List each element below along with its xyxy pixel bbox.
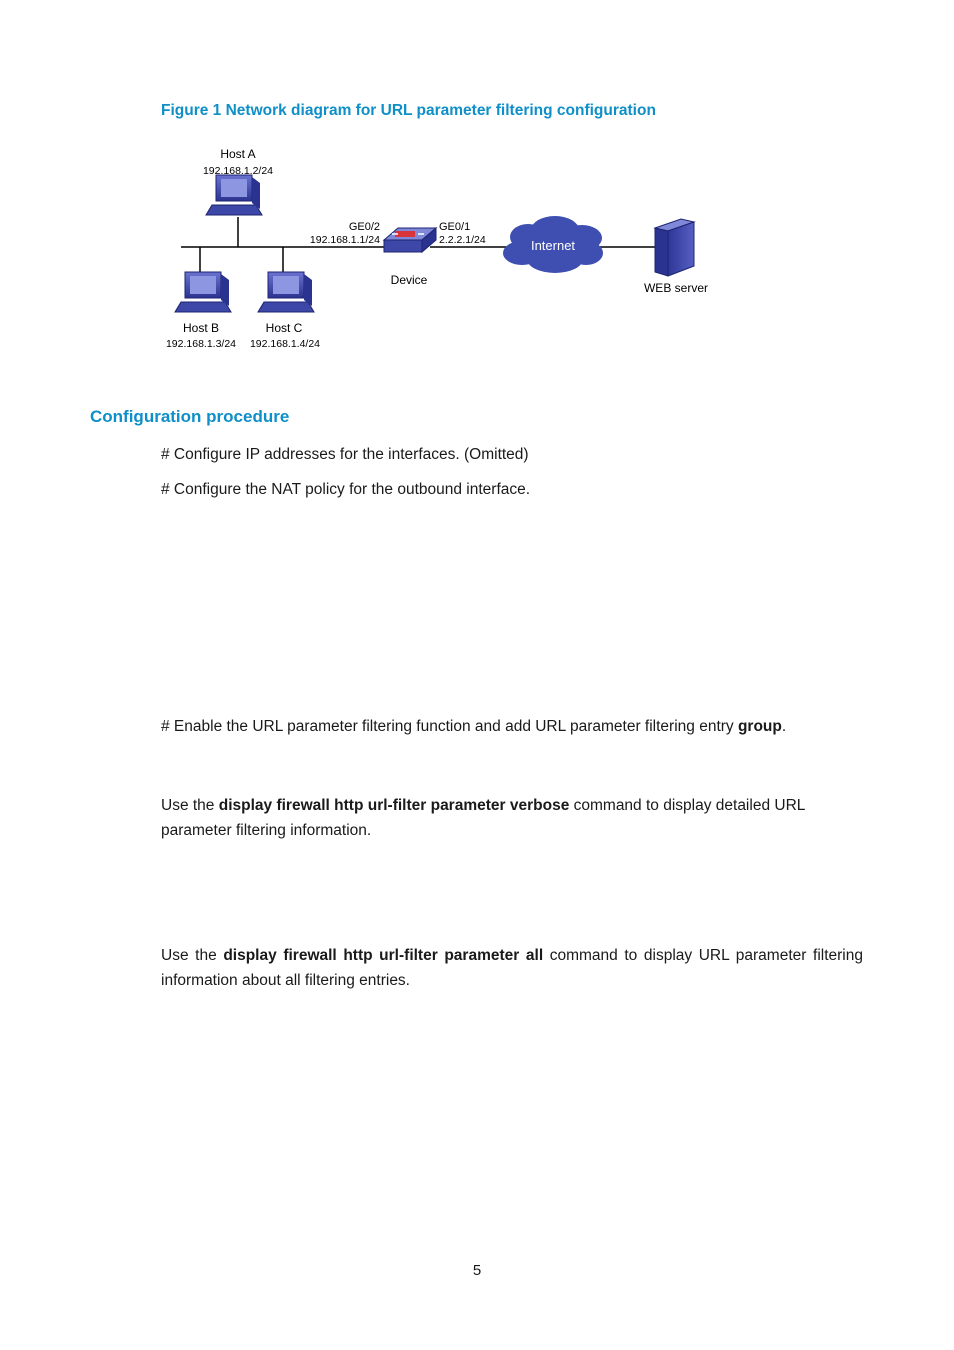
host-a-computer-icon <box>206 175 262 215</box>
host-c-computer-icon <box>258 272 314 312</box>
host-c-label: Host C <box>266 321 303 335</box>
verbose-command-paragraph: Use the display firewall http url-filter… <box>161 793 863 843</box>
host-b-ip: 192.168.1.3/24 <box>166 338 236 350</box>
device-label: Device <box>391 273 428 287</box>
internet-label: Internet <box>531 238 575 253</box>
all-command: display firewall http url-filter paramet… <box>223 947 543 964</box>
host-a-label: Host A <box>220 147 255 161</box>
verbose-prefix: Use the <box>161 797 219 814</box>
verbose-command: display firewall http url-filter paramet… <box>219 797 570 814</box>
section-heading: Configuration procedure <box>90 407 289 427</box>
host-a-ip: 192.168.1.2/24 <box>203 165 273 177</box>
web-server-label: WEB server <box>644 281 708 295</box>
step-enable-filtering-text: # Enable the URL parameter filtering fun… <box>161 718 738 735</box>
host-b-label: Host B <box>183 321 219 335</box>
step-configure-ip: # Configure IP addresses for the interfa… <box>161 442 863 467</box>
page-number: 5 <box>0 1262 954 1279</box>
step-enable-filtering-end: . <box>782 718 786 735</box>
entry-name-group: group <box>738 718 782 735</box>
step-enable-filtering: # Enable the URL parameter filtering fun… <box>161 714 863 739</box>
figure-caption: Figure 1 Network diagram for URL paramet… <box>161 102 656 120</box>
device-left-ip: 192.168.1.1/24 <box>310 234 380 246</box>
all-prefix: Use the <box>161 947 223 964</box>
step-configure-nat: # Configure the NAT policy for the outbo… <box>161 477 863 502</box>
web-server-icon <box>655 219 694 276</box>
host-b-computer-icon <box>175 272 231 312</box>
firewall-device-icon <box>384 228 436 252</box>
host-c-ip: 192.168.1.4/24 <box>250 338 320 350</box>
device-right-ip: 2.2.2.1/24 <box>439 234 486 246</box>
device-right-port: GE0/1 <box>439 221 470 233</box>
network-diagram: Host A 192.168.1.2/24 Host B 192.168.1.3… <box>150 140 730 360</box>
device-left-port: GE0/2 <box>349 221 380 233</box>
all-command-paragraph: Use the display firewall http url-filter… <box>161 943 863 993</box>
